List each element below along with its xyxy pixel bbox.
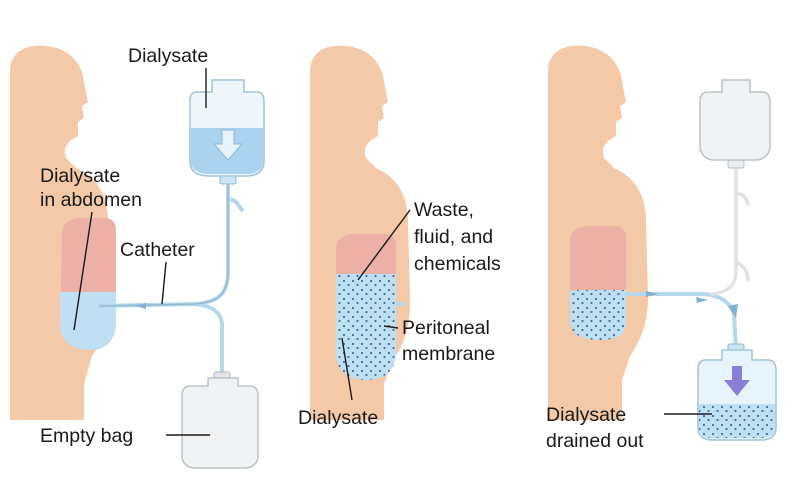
flow-arrow-icon	[728, 304, 738, 318]
flow-arrow-icon	[646, 291, 658, 297]
label-membrane-line1: Peritoneal	[402, 317, 490, 339]
label-dialysate-bag: Dialysate	[128, 45, 208, 67]
panel-dwell-phase: Waste, fluid, and chemicals Peritoneal m…	[298, 45, 501, 429]
panel-fill-phase: Dialysate Dialysate in abdomen Catheter …	[10, 45, 265, 469]
drain-bag	[697, 349, 777, 441]
flow-arrow-icon	[136, 303, 146, 309]
full-dialysate-bag	[189, 79, 265, 177]
dialysate-in-abdomen	[60, 292, 116, 350]
label-empty-bag: Empty bag	[40, 425, 133, 447]
label-drained-line2: drained out	[546, 430, 644, 452]
label-drained-line1: Dialysate	[546, 404, 626, 426]
label-dialysate-abdomen-line2: in abdomen	[40, 189, 142, 211]
label-catheter: Catheter	[120, 239, 195, 261]
label-waste-line3: chemicals	[414, 253, 501, 275]
label-membrane-line2: membrane	[402, 343, 495, 365]
label-dialysate: Dialysate	[298, 407, 378, 429]
empty-dialysate-bag	[699, 79, 771, 161]
flow-arrow-icon	[696, 297, 708, 303]
down-arrow-icon	[212, 129, 244, 161]
label-waste-line1: Waste,	[414, 199, 474, 221]
label-waste-line2: fluid, and	[414, 226, 493, 248]
catheter-tubing	[98, 184, 244, 382]
label-dialysate-abdomen-line1: Dialysate	[40, 165, 120, 187]
panel-drain-phase: Dialysate drained out	[546, 45, 777, 452]
empty-bag	[181, 377, 259, 469]
down-arrow-icon	[724, 366, 750, 396]
